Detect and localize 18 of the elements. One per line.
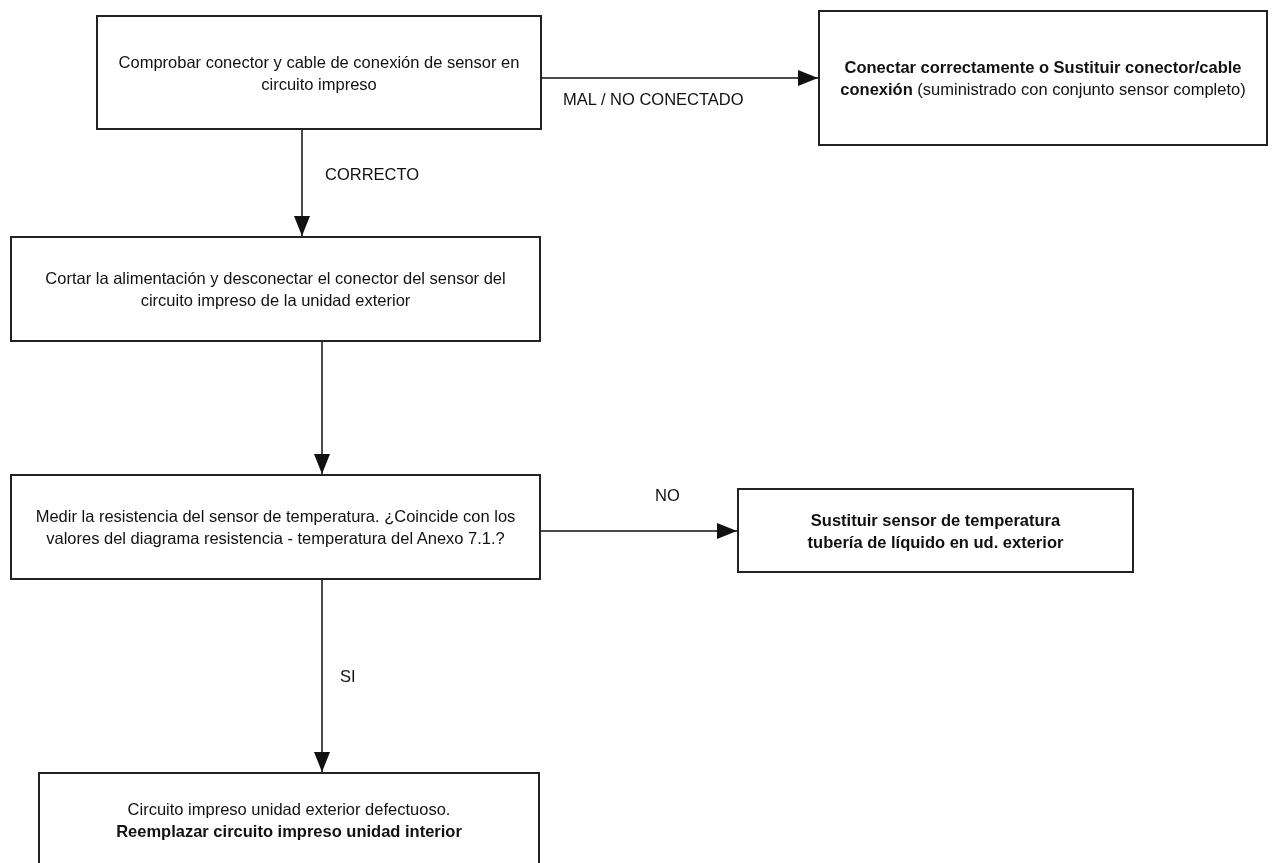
box-text: Cortar la alimentación y desconectar el conector del sensor del circuito impreso de la unidad exterior	[44, 268, 507, 311]
box-text: Reemplazar circuito impreso unidad interior	[116, 821, 462, 842]
box-text: Sustituir sensor de temperatura tubería de líquido en ud. exterior	[806, 509, 1065, 553]
process-box	[10, 474, 541, 580]
arrow	[314, 341, 330, 475]
arrow	[540, 523, 738, 539]
box-text: Medir la resistencia del sensor de temperatura. ¿Coincide con los valores del diagrama resistencia - temperatura del Anexo 7.1.?	[34, 506, 517, 549]
box-text: Comprobar conector y cable de conexión de sensor en circuito impreso	[117, 51, 521, 95]
process-box	[737, 488, 1134, 573]
process-box	[10, 236, 541, 342]
process-box	[96, 15, 542, 130]
box-text: Circuito impreso unidad exterior defectuoso.	[127, 799, 451, 820]
arrow	[541, 70, 819, 86]
box-text: Conectar correctamente o Sustituir conector/cable conexión (suministrado con conjunto sensor completo)	[839, 57, 1247, 100]
arrow	[314, 579, 330, 773]
arrow	[294, 129, 310, 237]
process-box	[38, 772, 540, 863]
process-box	[818, 10, 1268, 146]
